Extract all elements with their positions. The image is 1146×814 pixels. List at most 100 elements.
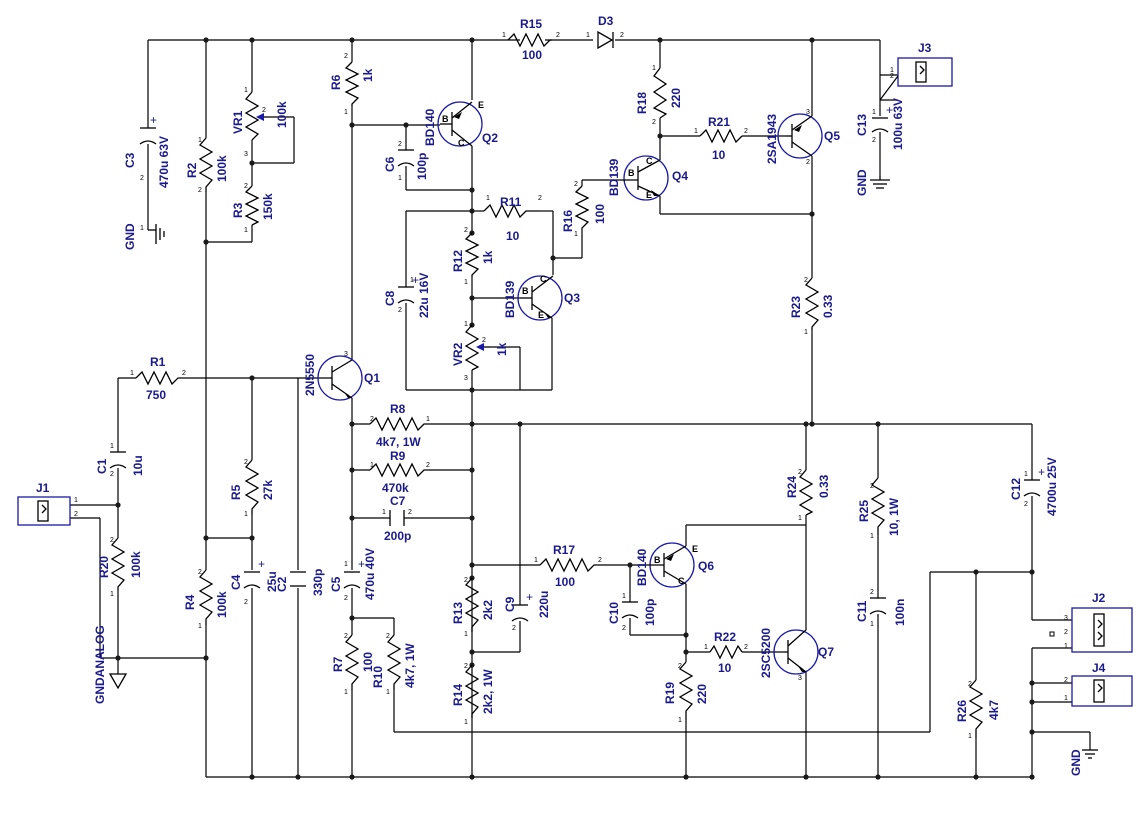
j4-ref: J4 [1092,661,1106,675]
r21-value: 10 [712,148,726,162]
r9-value: 470k [382,481,409,495]
r11-value: 10 [506,229,520,243]
capacitor-c4: + C4 25u 2 [229,557,279,606]
svg-text:1: 1 [870,533,874,540]
c8-value: 22u 16V [417,273,431,318]
svg-text:2: 2 [344,595,348,602]
connector-j1: J1 12 [17,481,78,526]
svg-text:1: 1 [574,231,578,238]
transistor-q1: 3 2N5550 Q1 [303,351,380,401]
svg-text:1: 1 [464,719,468,726]
svg-text:2: 2 [262,107,266,114]
connector-j3: J3 12 [890,41,953,87]
r14-ref: R14 [451,684,465,706]
r18-ref: R18 [635,92,649,114]
svg-text:2: 2 [538,195,542,202]
r2-ref: R2 [185,162,199,178]
r23-ref: R23 [789,296,803,318]
c4-ref: C4 [229,574,243,590]
svg-text:3: 3 [1064,615,1068,622]
svg-text:1: 1 [464,631,468,638]
transistor-q5: 3 2 2SA1943 Q5 [765,109,840,166]
svg-text:2: 2 [386,633,390,640]
c4-value: 25u [265,571,279,592]
resistor-r26: R26 4k7 21 [955,679,1001,740]
r7-ref: R7 [331,656,345,672]
resistor-r25: R25 10, 1W 21 [857,477,901,540]
svg-text:2: 2 [804,277,808,284]
c3-value: 470u 63V [157,136,171,188]
svg-text:2: 2 [398,307,402,314]
svg-text:2: 2 [344,53,348,60]
transistor-q7: 3 2SC5200 Q7 [759,628,834,682]
svg-text:2: 2 [556,32,560,39]
svg-text:+: + [150,113,157,127]
svg-text:1: 1 [464,279,468,286]
svg-text:2: 2 [110,537,114,544]
resistor-r24: R24 0.33 21 [785,469,831,522]
svg-text:2: 2 [110,471,114,478]
svg-text:1: 1 [804,329,808,336]
r24-ref: R24 [785,476,799,498]
q4-value: BD139 [607,158,621,196]
potentiometer-vr1: VR1 100k 123 [231,87,289,158]
r9-ref: R9 [390,449,406,463]
svg-text:2: 2 [806,159,810,166]
r5-ref: R5 [229,484,243,500]
svg-text:1: 1 [1024,471,1028,478]
svg-text:2: 2 [464,663,468,670]
svg-text:3: 3 [344,351,348,358]
r15-value: 100 [522,48,542,62]
svg-text:+: + [526,590,533,604]
c5-value: 470u 40V [363,548,377,600]
c10-value: 100p [643,599,657,626]
c1-ref: C1 [95,458,109,474]
svg-text:1: 1 [198,137,202,144]
r10-value: 4k7, 1W [403,643,417,688]
capacitor-c8: + C8 22u 16V 21 [383,273,431,318]
capacitor-c5: + C5 470u 40V 12 [329,548,377,602]
svg-text:1: 1 [198,623,202,630]
connector-j2: J2 321 [1049,591,1133,653]
svg-text:+: + [886,103,893,117]
q4-ref: Q4 [672,169,688,183]
r11-ref: R11 [500,195,522,209]
svg-text:1: 1 [486,195,490,202]
resistor-r19: R19 220 21 [663,661,709,724]
svg-text:2: 2 [198,187,202,194]
d3-ref: D3 [598,14,614,28]
resistor-r5: R5 27k 21 [229,459,275,518]
svg-text:1: 1 [244,87,248,94]
c10-ref: C10 [607,602,621,624]
r7-value: 100 [361,652,375,672]
resistor-r16: R16 100 21 [561,181,607,238]
capacitor-c2: C2 330p [275,569,325,596]
svg-text:1: 1 [140,225,144,232]
c7-value: 200p [384,529,411,543]
svg-text:1: 1 [890,67,894,74]
q6-ref: Q6 [698,559,714,573]
svg-text:2: 2 [244,599,248,606]
svg-text:1: 1 [370,462,374,469]
c13-value: 100u 63V [891,98,905,150]
r16-value: 100 [593,204,607,224]
svg-text:1: 1 [110,443,114,450]
svg-text:1: 1 [110,591,114,598]
svg-text:2: 2 [344,633,348,640]
svg-text:2: 2 [574,181,578,188]
svg-text:1: 1 [968,733,972,740]
svg-text:1: 1 [652,65,656,72]
r3-ref: R3 [231,202,245,218]
r5-value: 27k [261,480,275,500]
r25-value: 10, 1W [887,497,901,536]
c2-value: 330p [311,569,325,596]
r4-value: 100k [215,591,229,618]
r26-value: 4k7 [987,700,1001,720]
ground-gnd-c13: GND [855,169,890,196]
r25-ref: R25 [857,500,871,522]
svg-text:1: 1 [398,175,402,182]
